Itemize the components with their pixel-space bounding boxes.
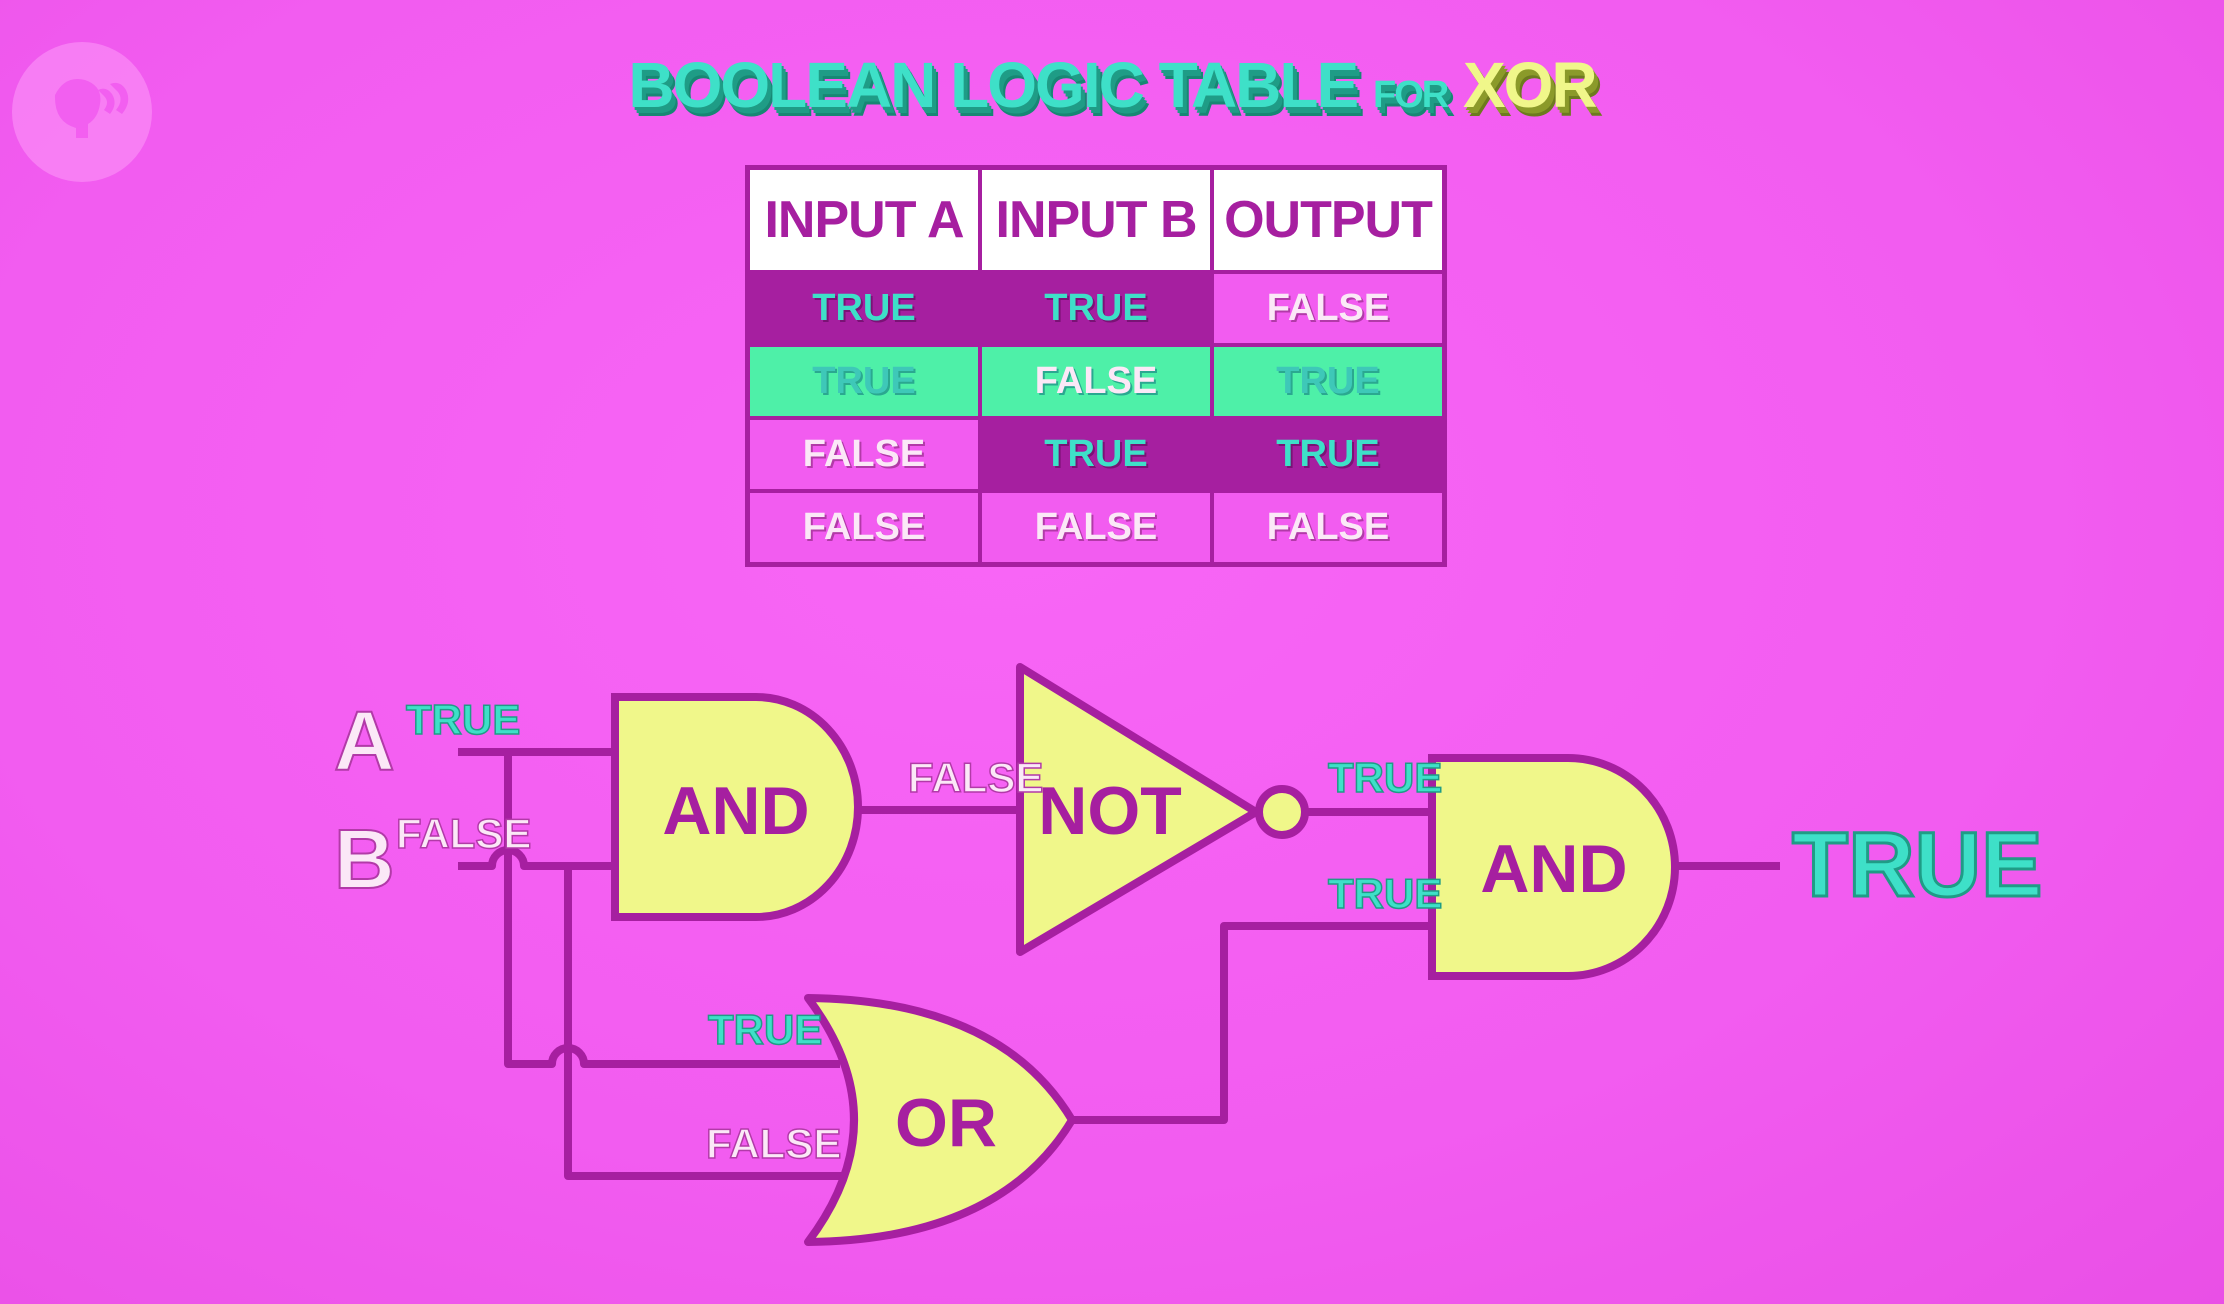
title-xor: XOR — [1462, 49, 1598, 121]
circuit-output-value: TRUE — [1792, 814, 2042, 916]
header-output: OUTPUT — [1210, 165, 1447, 274]
input-a-label: A — [334, 694, 395, 788]
table-cell: TRUE — [978, 416, 1214, 493]
table-cell: FALSE — [1210, 489, 1447, 567]
or-output-value: TRUE — [1328, 870, 1442, 917]
truth-table-header-row: INPUT A INPUT B OUTPUT — [745, 165, 1447, 274]
table-cell: FALSE — [1210, 270, 1447, 347]
pbs-logo — [12, 42, 152, 182]
or-gate — [804, 994, 1076, 1246]
table-cell: FALSE — [745, 416, 982, 493]
table-cell: TRUE — [978, 270, 1214, 347]
table-row: FALSE TRUE TRUE — [745, 416, 1447, 493]
header-input-a: INPUT A — [745, 165, 982, 274]
and-gate-2-label: AND — [1480, 831, 1627, 907]
wire-b-branch — [564, 866, 855, 1180]
or-input-bottom-value: FALSE — [706, 1120, 841, 1167]
table-cell: TRUE — [745, 343, 982, 420]
table-cell: TRUE — [745, 270, 982, 347]
table-cell: FALSE — [978, 489, 1214, 567]
table-row-highlighted: TRUE FALSE TRUE — [745, 343, 1447, 420]
and-gate-1 — [611, 693, 862, 921]
title-for: FOR — [1372, 74, 1449, 116]
wire-or-out — [1068, 922, 1432, 1124]
not-output-value: TRUE — [1328, 754, 1442, 801]
or-gate-label: OR — [895, 1085, 997, 1161]
table-cell: TRUE — [1210, 416, 1447, 493]
table-cell: FALSE — [745, 489, 982, 567]
table-row: TRUE TRUE FALSE — [745, 270, 1447, 347]
and1-output-value: FALSE — [908, 754, 1043, 801]
table-cell: FALSE — [978, 343, 1214, 420]
input-b-label: B — [334, 812, 395, 906]
not-gate-label: NOT — [1038, 773, 1182, 849]
not-bubble — [1255, 785, 1309, 839]
input-b-value: FALSE — [396, 810, 531, 857]
table-row: FALSE FALSE FALSE — [745, 489, 1447, 567]
or-input-top-value: TRUE — [708, 1006, 822, 1053]
table-cell: TRUE — [1210, 343, 1447, 420]
header-input-b: INPUT B — [978, 165, 1214, 274]
diagram-title: BOOLEAN LOGIC TABLE FOR XOR — [0, 48, 2224, 122]
truth-table: INPUT A INPUT B OUTPUT TRUE TRUE FALSE T… — [745, 165, 1447, 567]
not-gate — [1016, 663, 1260, 956]
and-gate-2 — [1428, 754, 1679, 980]
title-main: BOOLEAN LOGIC TABLE — [628, 49, 1359, 121]
and-gate-1-label: AND — [662, 773, 809, 849]
input-a-value: TRUE — [406, 696, 520, 743]
